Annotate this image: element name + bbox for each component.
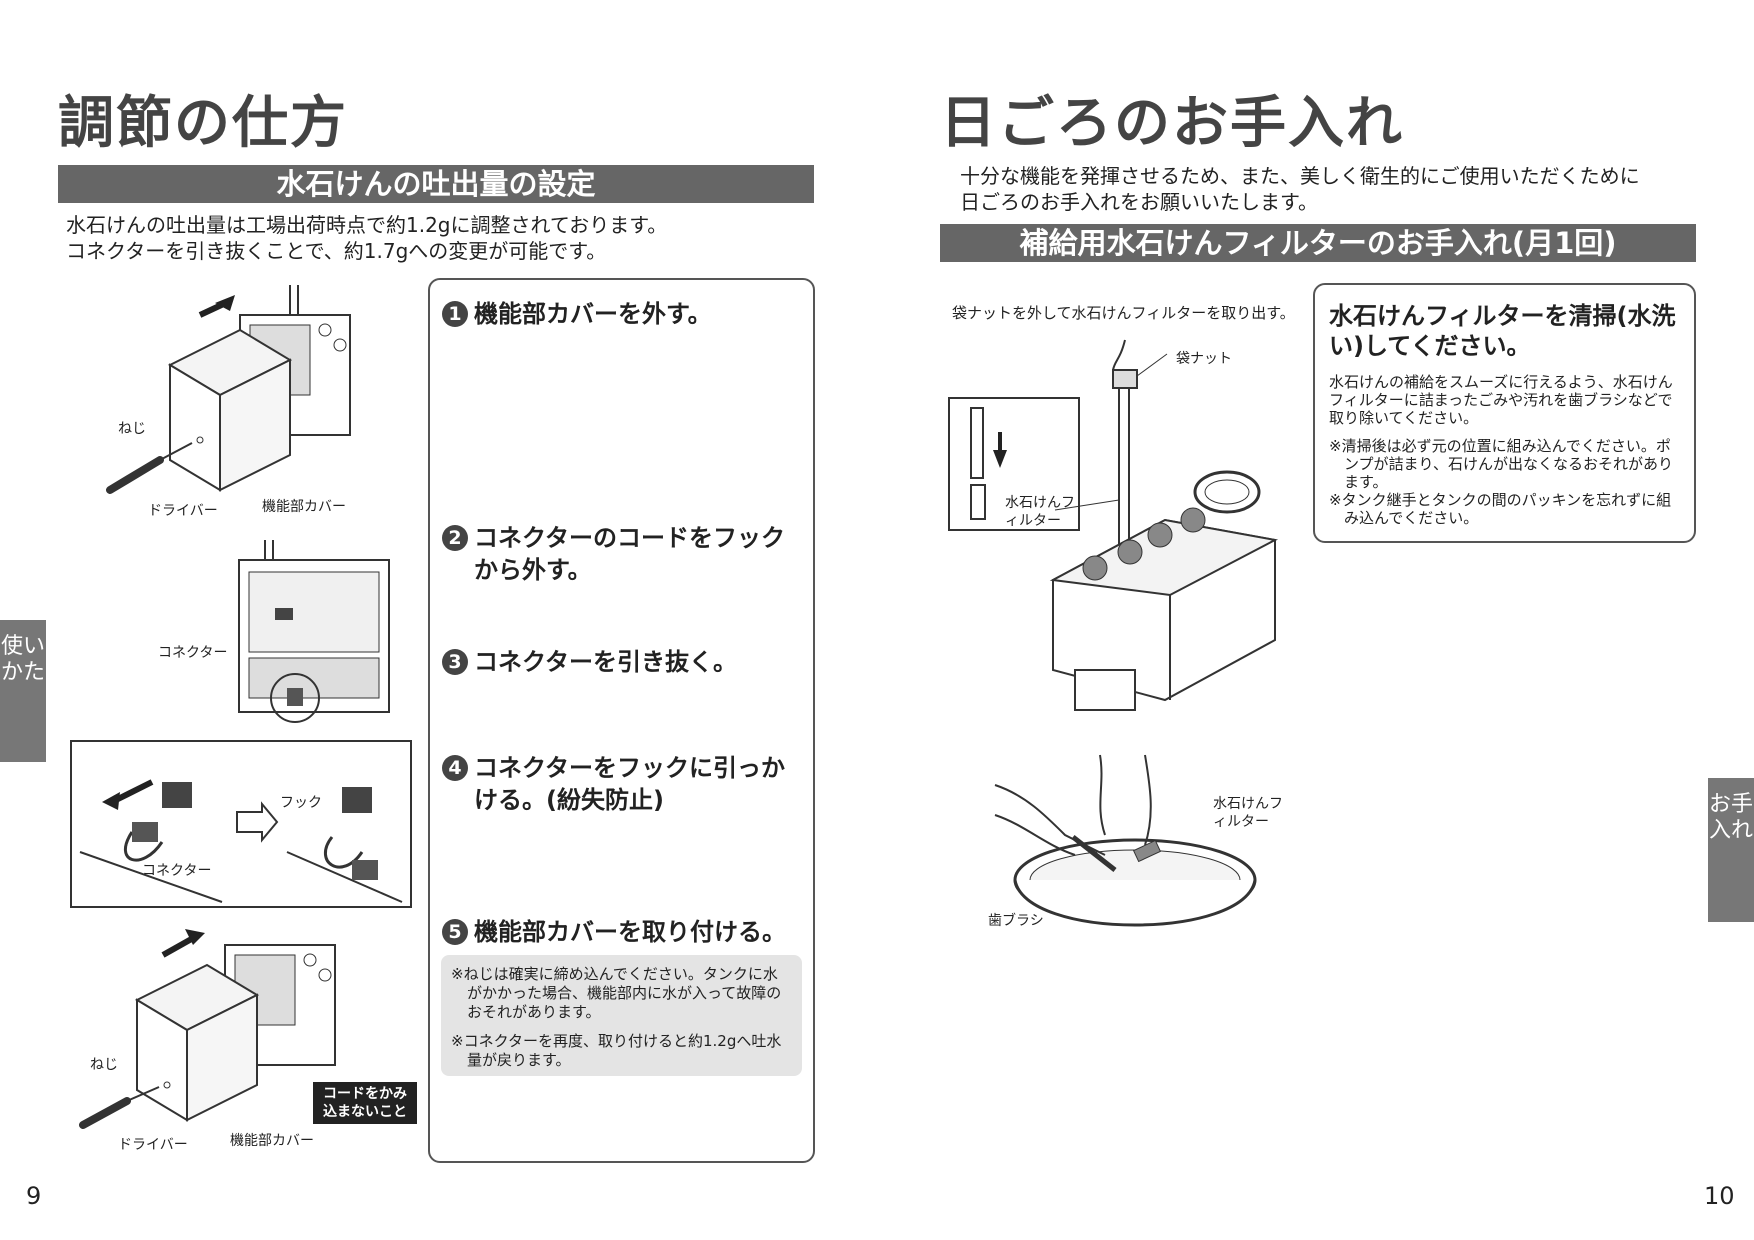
cleaning-callout: 水石けんフィルターを清掃(水洗い)してください。 水石けんの補給をスムーズに行え… [1313, 283, 1696, 543]
right-intro-line2: 日ごろのお手入れをお願いいたします。 [960, 190, 1318, 214]
filter-label-1: 水石けんフィルター [1005, 495, 1075, 529]
step-5-text: 機能部カバーを取り付ける。 [474, 918, 786, 946]
figure-connector-detail [79, 779, 403, 903]
step-5: 5 機能部カバーを取り付ける。 [442, 916, 802, 948]
step-3-text: コネクターを引き抜く。 [474, 648, 738, 676]
callout-body: 水石けんの補給をスムーズに行えるよう、水石けんフィルターに詰まったごみや汚れを歯… [1329, 373, 1673, 427]
remove-filter-caption: 袋ナットを外して水石けんフィルターを取り出す。 [952, 304, 1295, 322]
right-page-title: 日ごろのお手入れ [940, 91, 1404, 156]
step-notes-box: ※ねじは確実に締め込んでください。タンクに水がかかった場合、機能部内に水が入って… [441, 955, 802, 1076]
step-3-number: 3 [442, 649, 468, 675]
right-section-heading: 補給用水石けんフィルターのお手入れ(月1回) [940, 224, 1696, 262]
warning-badge: コードをかみ込まないこと [313, 1082, 417, 1124]
step-2-number: 2 [442, 525, 468, 551]
step-2: 2 コネクターのコードをフックから外す。 [442, 522, 804, 586]
nut-label: 袋ナット [1176, 351, 1232, 367]
fig1-driver-label: ドライバー [148, 503, 218, 519]
side-tab-care[interactable]: お手入れ [1708, 778, 1754, 922]
step-4-number: 4 [442, 755, 468, 781]
figure-detail-frame [70, 740, 412, 908]
fig3-connector-label: コネクター [142, 863, 212, 879]
side-tab-usage[interactable]: 使いかた [0, 620, 46, 762]
figure-remove-cover [106, 285, 351, 494]
right-page-number: 10 [1704, 1182, 1735, 1210]
brush-label: 歯ブラシ [988, 913, 1044, 929]
left-page-title: 調節の仕方 [58, 91, 348, 156]
fig1-screw-label: ねじ [118, 421, 146, 437]
filter-label-2: 水石けんフィルター [1213, 796, 1283, 830]
fig1-cover-label: 機能部カバー [262, 499, 346, 515]
callout-title: 水石けんフィルターを清掃(水洗い)してください。 [1329, 302, 1676, 360]
figure-install-cover [79, 929, 336, 1129]
fig4-cover-label: 機能部カバー [230, 1133, 314, 1149]
callout-note-2: ※タンク継手とタンクの間のパッキンを忘れずに組み込んでください。 [1329, 491, 1672, 527]
step-4: 4 コネクターをフックに引っかける。(紛失防止) [442, 752, 804, 816]
step-5-number: 5 [442, 919, 468, 945]
right-intro-line1: 十分な機能を発揮させるため、また、美しく衛生的にご使用いただくために [960, 164, 1640, 188]
left-page-number: 9 [26, 1182, 42, 1210]
callout-note-1: ※清掃後は必ず元の位置に組み込んでください。ポンプが詰まり、石けんが出なくなるお… [1329, 437, 1673, 491]
step-1: 1 機能部カバーを外す。 [442, 298, 802, 330]
step-1-number: 1 [442, 301, 468, 327]
figure-tank [948, 339, 1279, 711]
note-1: ※ねじは確実に締め込んでください。タンクに水がかかった場合、機能部内に水が入って… [451, 965, 782, 1021]
fig2-connector-label: コネクター [158, 645, 228, 661]
left-intro-line2: コネクターを引き抜くことで、約1.7gへの変更が可能です。 [66, 239, 607, 263]
figure-washing [994, 754, 1257, 927]
fig4-screw-label: ねじ [90, 1057, 118, 1073]
fig4-driver-label: ドライバー [118, 1137, 188, 1153]
step-2-text: コネクターのコードをフックから外す。 [474, 524, 786, 584]
step-4-text: コネクターをフックに引っかける。(紛失防止) [474, 754, 786, 814]
note-2: ※コネクターを再度、取り付けると約1.2gへ吐水量が戻ります。 [451, 1032, 782, 1069]
fig3-hook-label: フック [280, 795, 322, 811]
step-3: 3 コネクターを引き抜く。 [442, 646, 802, 678]
step-1-text: 機能部カバーを外す。 [474, 300, 712, 328]
figure-connector-board [238, 540, 390, 723]
left-intro-line1: 水石けんの吐出量は工場出荷時点で約1.2gに調整されております。 [66, 213, 668, 237]
left-section-heading: 水石けんの吐出量の設定 [58, 165, 814, 203]
